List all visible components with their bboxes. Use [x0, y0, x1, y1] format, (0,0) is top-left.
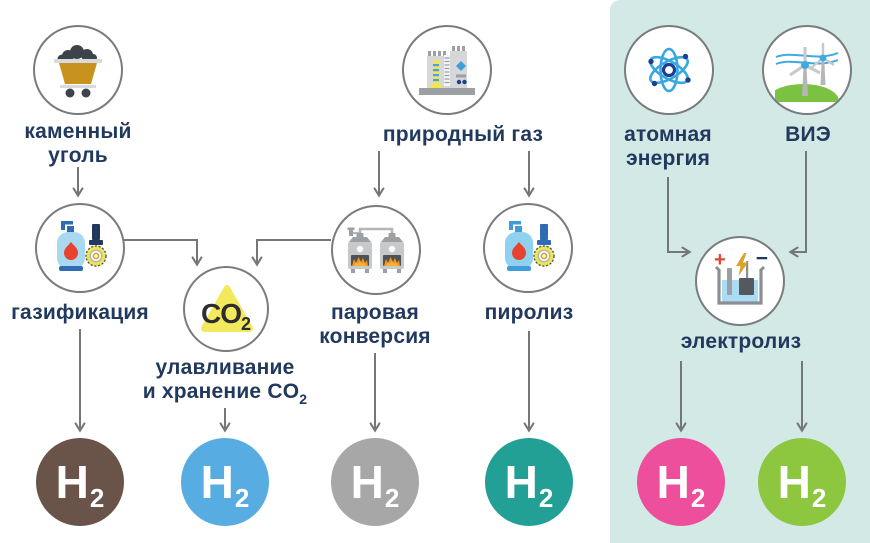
pyrolysis-label: пиролиз	[484, 301, 574, 324]
steam-reformer-icon	[347, 227, 404, 273]
renewables-label: ВИЭ	[785, 123, 831, 146]
electrolysis-cell-icon	[714, 253, 766, 305]
arrow-gasification-to-co2	[124, 239, 203, 267]
co2-formula: CO2	[200, 298, 251, 334]
electrolysis-node: + −	[695, 236, 785, 326]
gasification-label: газификация	[11, 301, 149, 324]
electrolysis-plus-sign: +	[714, 249, 726, 271]
coal-cart-icon	[54, 45, 102, 98]
gasification-node	[35, 203, 125, 293]
nuclear-node	[624, 25, 714, 115]
renewables-node	[762, 25, 852, 115]
atom-icon	[648, 47, 691, 93]
electrolysis-minus-sign: −	[755, 247, 768, 270]
pyrolysis-node	[483, 203, 573, 293]
natural-gas-node	[402, 25, 492, 115]
gas-plant-icon	[419, 46, 475, 95]
natural-gas-label: природный газ	[382, 123, 544, 146]
co2-node: CO2	[183, 266, 269, 352]
coal-node	[33, 25, 123, 115]
arrow-steam-to-co2	[251, 239, 331, 267]
ccs-label: улавливание и хранение CO2	[142, 356, 308, 407]
co2-triangle-icon	[201, 285, 253, 332]
wind-turbines-icon	[775, 43, 839, 102]
steam-reforming-node	[331, 205, 421, 295]
gas-tank-valve-icon	[505, 221, 555, 271]
gas-tank-valve-icon	[57, 221, 107, 271]
electrolysis-label: электролиз	[680, 330, 802, 353]
